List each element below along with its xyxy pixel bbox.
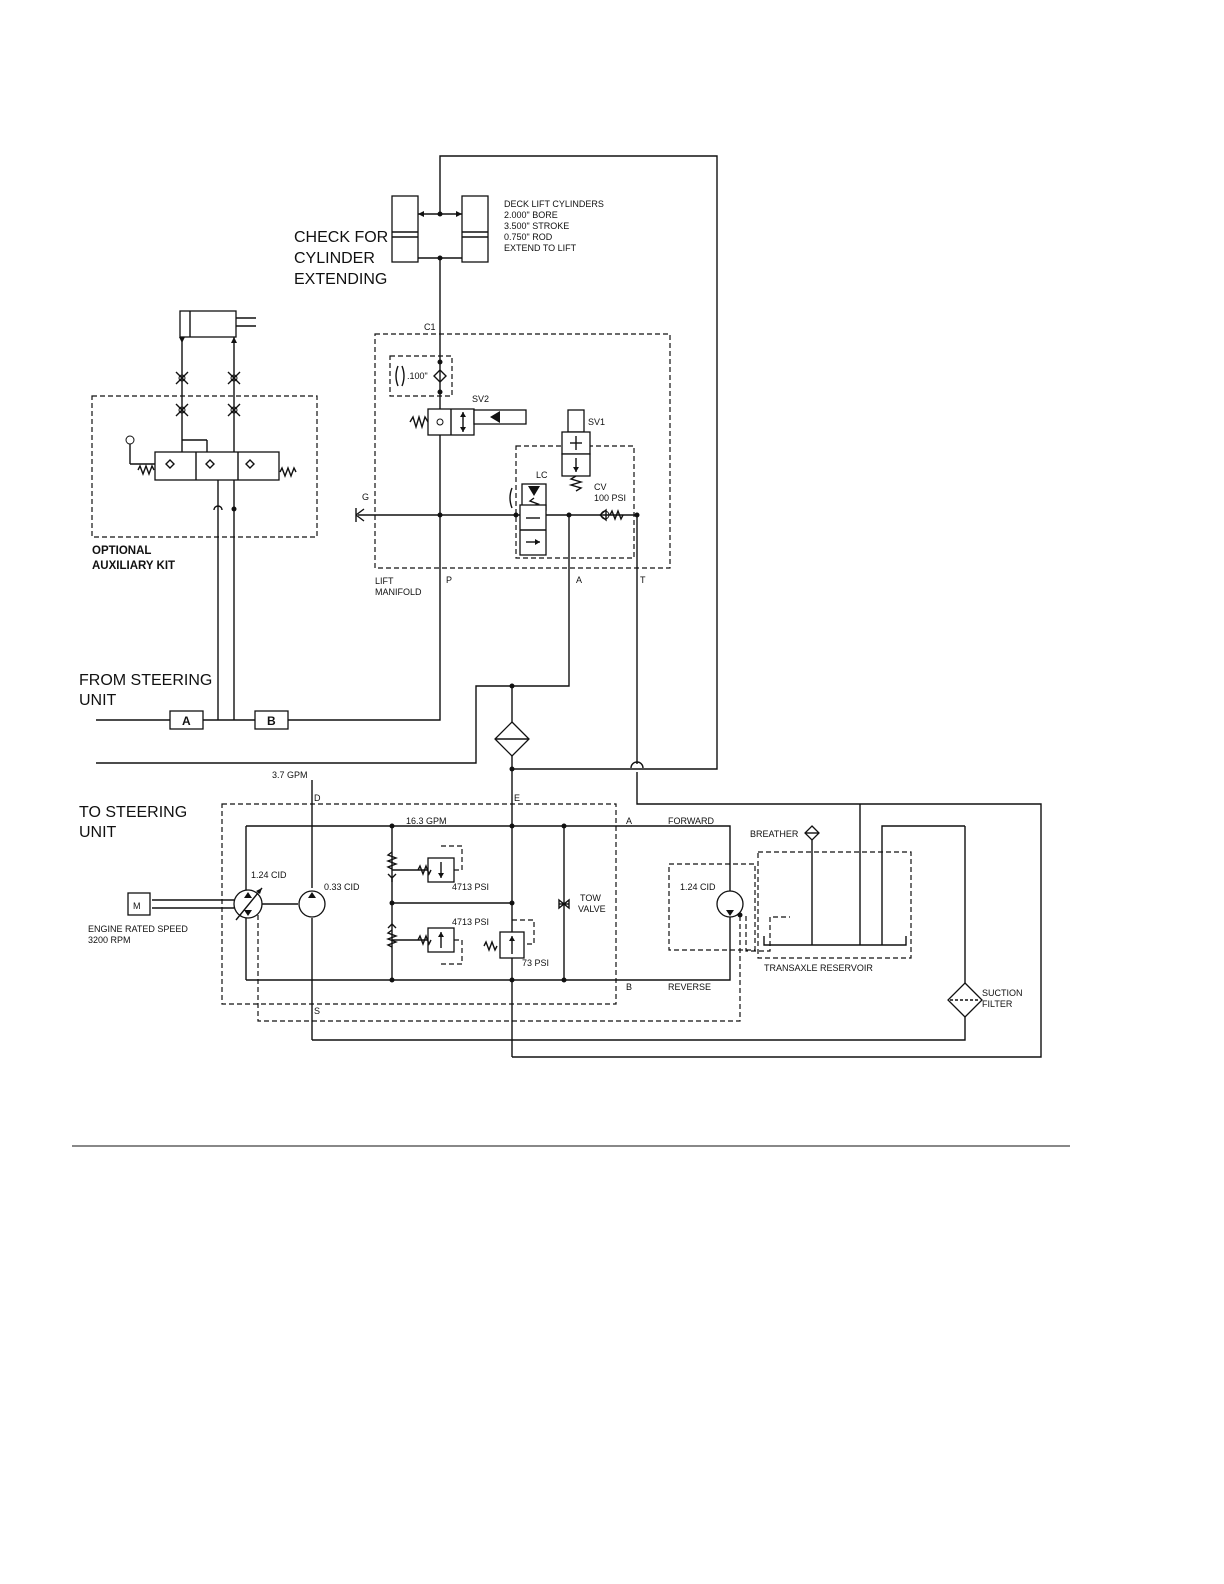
orifice-enclosure (389, 355, 453, 397)
auxiliary-kit-enclosure (91, 395, 318, 538)
deck-spec-2: 2.000" BORE (504, 210, 558, 220)
motor-enclosure (668, 863, 756, 951)
optional-kit-label-1: OPTIONAL (92, 545, 151, 557)
sv2-valve-symbol (409, 408, 527, 436)
tow-valve-symbol (558, 823, 570, 983)
deck-spec-5: EXTEND TO LIFT (504, 243, 577, 253)
forward-label: FORWARD (668, 816, 714, 826)
from-steering-label-1: FROM STEERING (79, 672, 212, 689)
reservoir-symbol (763, 936, 907, 946)
port-c1-label: C1 (424, 322, 436, 332)
lift-manifold-label-2: MANIFOLD (375, 587, 422, 597)
deck-spec-1: DECK LIFT CYLINDERS (504, 199, 604, 209)
transaxle-pump-enclosure (221, 803, 617, 1005)
variable-pump-symbol (233, 887, 263, 921)
sv1-valve-symbol (561, 409, 591, 492)
relief-2-label: 4713 PSI (452, 917, 489, 927)
port-d-label: D (314, 793, 321, 803)
aux-control-valve-symbol (125, 435, 297, 512)
lift-manifold-enclosure (374, 333, 671, 569)
port-g-label: G (362, 492, 369, 502)
steering-port-a-box (169, 710, 204, 730)
steering-port-b-label: B (267, 714, 276, 728)
check-label-1: CHECK FOR (294, 229, 388, 246)
relief-1-label: 4713 PSI (452, 882, 489, 892)
deck-lift-cylinders-symbol (391, 195, 489, 263)
steering-port-a-label: A (182, 714, 191, 728)
suction-filter-label-1: SUCTION (982, 988, 1023, 998)
motor-symbol (716, 890, 744, 918)
charge-pump-symbol (298, 890, 326, 918)
steering-port-b-box (254, 710, 289, 730)
aux-cylinder-symbol (179, 310, 256, 440)
gauge-port-g-symbol (355, 508, 365, 522)
charge-relief-valve-symbol (483, 823, 535, 983)
reverse-label: REVERSE (668, 982, 711, 992)
deck-spec-3: 3.500" STROKE (504, 221, 569, 231)
hydraulic-lines (96, 155, 1042, 1058)
breather-symbol (804, 825, 820, 945)
pump-displacement-label: 1.24 CID (251, 870, 287, 880)
aux-quick-couplers (175, 371, 241, 417)
port-e-label: E (514, 793, 520, 803)
orifice-label: .100" (407, 371, 428, 381)
breather-label: BREATHER (750, 829, 799, 839)
to-steering-label-1: TO STEERING (79, 804, 187, 821)
relief-valves-symbol (386, 823, 463, 983)
engine-symbol-label: M (133, 901, 141, 911)
suction-filter-symbol (947, 982, 983, 1018)
engine-label-2: 3200 RPM (88, 935, 131, 945)
reservoir-label: TRANSAXLE RESERVOIR (764, 963, 873, 973)
port-t-label: T (640, 575, 646, 585)
reservoir-enclosure (757, 851, 912, 959)
labels: CHECK FOR CYLINDER EXTENDING DECK LIFT C… (79, 199, 1023, 1016)
to-steering-label-2: UNIT (79, 824, 117, 841)
reverse-port-label: B (626, 982, 632, 992)
sv1-label: SV1 (588, 417, 605, 427)
port-p-label: P (446, 575, 452, 585)
optional-kit-label-2: AUXILIARY KIT (92, 560, 175, 572)
case-drain-lines (257, 915, 790, 1022)
orifice-symbol (395, 359, 447, 395)
port-s-label: S (314, 1006, 320, 1016)
cv-label-1: CV (594, 482, 607, 492)
flow-3-7-gpm: 3.7 GPM (272, 770, 308, 780)
lc-label: LC (536, 470, 548, 480)
flow-16-3-gpm: 16.3 GPM (406, 816, 447, 826)
tow-valve-label-1: TOW (580, 893, 601, 903)
charge-pump-label: 0.33 CID (324, 882, 360, 892)
sv2-label: SV2 (472, 394, 489, 404)
load-check-valve-symbol (509, 483, 547, 556)
from-steering-label-2: UNIT (79, 692, 117, 709)
charge-relief-label: 73 PSI (522, 958, 549, 968)
port-a-label: A (576, 575, 582, 585)
suction-filter-label-2: FILTER (982, 999, 1013, 1009)
motor-displacement-label: 1.24 CID (680, 882, 716, 892)
engine-label-1: ENGINE RATED SPEED (88, 924, 188, 934)
engine-symbol (127, 892, 151, 916)
check-valve-cv-symbol (437, 508, 640, 522)
lift-manifold-label-1: LIFT (375, 576, 394, 586)
charge-filter-symbol (494, 683, 530, 772)
tow-valve-label-2: VALVE (578, 904, 606, 914)
forward-port-label: A (626, 816, 632, 826)
cv-label-2: 100 PSI (594, 493, 626, 503)
check-label-3: EXTENDING (294, 271, 387, 288)
deck-spec-4: 0.750" ROD (504, 232, 553, 242)
check-label-2: CYLINDER (294, 250, 375, 267)
